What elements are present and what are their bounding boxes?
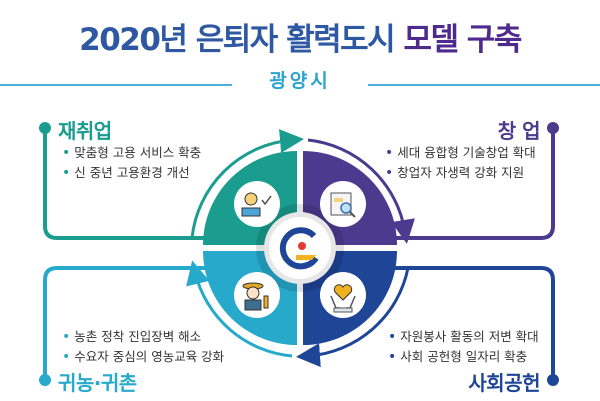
- farmer-icon: [234, 272, 280, 318]
- gwangyang-logo: [279, 227, 319, 270]
- list-item: 농촌 정착 진입장벽 해소: [62, 327, 224, 347]
- list-social: 자원봉사 활동의 저변 확대 사회 공헌형 일자리 확충: [388, 327, 539, 367]
- connector-line-social: [390, 266, 555, 380]
- arrow-navy: [296, 267, 410, 368]
- connector-line-rural: [43, 266, 210, 380]
- list-item: 신 중년 고용환경 개선: [62, 163, 201, 183]
- business-plan-magnifier-icon: [320, 181, 366, 227]
- dot-social: [547, 374, 559, 386]
- city-name: 광양시: [269, 70, 331, 92]
- dot-reemployment: [39, 122, 51, 134]
- arrow-lightblue: [186, 260, 293, 358]
- arrow-teal: [190, 129, 304, 239]
- dot-startup: [547, 122, 559, 134]
- list-startup: 세대 융합형 기술창업 확대 창업자 자생력 강화 지원: [385, 143, 536, 183]
- heading-startup: 창 업: [497, 119, 541, 143]
- list-item: 수요자 중심의 영농교육 강화: [62, 347, 224, 367]
- list-item: 창업자 자생력 강화 지원: [385, 163, 536, 183]
- heading-rural: 귀농·귀촌: [58, 371, 137, 395]
- heading-reemployment: 재취업: [58, 119, 112, 143]
- dot-rural: [39, 374, 51, 386]
- heart-hands-icon: [320, 272, 366, 318]
- divider-right: [368, 84, 600, 86]
- page-title: 2020년 은퇴자 활력도시 모델 구축: [79, 22, 522, 58]
- list-item: 자원봉사 활동의 저변 확대: [388, 327, 538, 347]
- list-reemployment: 맞춤형 고용 서비스 확충 신 중년 고용환경 개선: [62, 143, 201, 183]
- connector-line-reemployment: [43, 128, 210, 240]
- list-rural: 농촌 정착 진입장벽 해소 수요자 중심의 영농교육 강화: [62, 327, 224, 367]
- list-item: 사회 공헌형 일자리 확충: [388, 347, 539, 367]
- list-item: 맞춤형 고용 서비스 확충: [62, 143, 201, 163]
- divider-left: [0, 84, 232, 86]
- heading-social: 사회공헌: [468, 371, 540, 395]
- job-interview-icon: [234, 181, 280, 227]
- arrow-purple: [307, 138, 415, 244]
- list-item: 세대 융합형 기술창업 확대: [385, 143, 535, 163]
- connector-line-startup: [390, 128, 555, 240]
